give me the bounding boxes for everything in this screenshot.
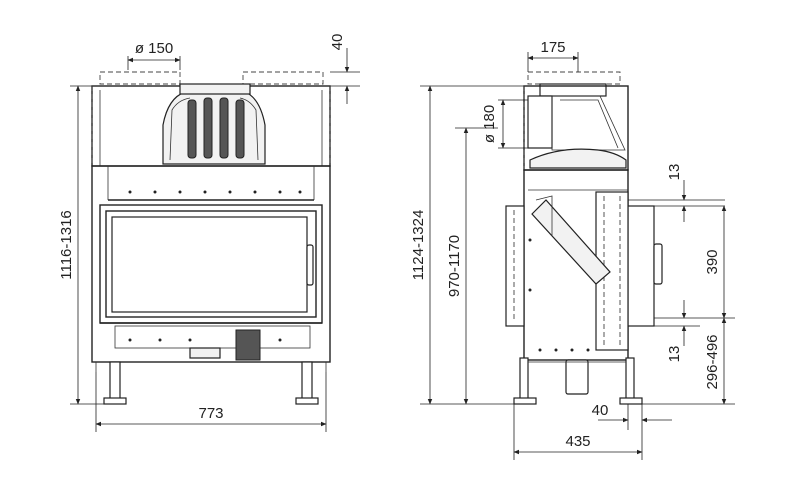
dim-side-flue-width: 175	[527, 39, 579, 72]
dim-side-upper-gap: 13	[628, 164, 725, 222]
side-base-height-label: 296-496	[704, 334, 721, 389]
front-hood	[91, 83, 331, 167]
side-body	[505, 169, 663, 361]
side-leg-offset-label: 40	[592, 402, 609, 419]
side-flue	[527, 71, 621, 97]
dim-front-flue-diameter: ø 150	[127, 40, 181, 70]
side-opening-height-label: 390	[704, 249, 721, 274]
dim-side-leg-offset: 40	[592, 402, 672, 430]
dim-front-width: 773	[95, 372, 327, 432]
front-flue-diameter-label: ø 150	[135, 40, 173, 57]
front-flue-outline	[92, 71, 330, 87]
dim-side-body-height: 970-1170	[446, 127, 498, 405]
front-rivets	[128, 190, 302, 342]
side-upper-gap-label: 13	[666, 164, 683, 181]
side-flue-width-label: 175	[540, 39, 565, 56]
side-total-height-label: 1124-1324	[410, 210, 427, 281]
side-depth-label: 435	[565, 433, 590, 450]
dim-side-base-height: 296-496	[642, 317, 735, 405]
front-width-label: 773	[198, 405, 223, 422]
side-view: 175 ø 180 1124-1324 970-1170 13	[410, 39, 735, 460]
dim-side-lower-gap: 13	[654, 300, 700, 362]
side-legs	[513, 357, 643, 405]
front-height-label: 1116-1316	[58, 210, 75, 280]
front-body	[91, 165, 331, 363]
front-view: ø 150 40 1116-1316 773	[58, 34, 360, 432]
dim-side-flue-diameter: ø 180	[481, 99, 528, 149]
dim-side-total-height: 1124-1324	[410, 85, 524, 405]
dim-side-depth: 435	[513, 404, 643, 460]
dim-front-top-offset: 40	[329, 34, 360, 104]
front-top-offset-label: 40	[329, 34, 346, 51]
side-hood	[523, 85, 629, 171]
side-flue-diameter-label: ø 180	[481, 105, 498, 143]
side-lower-gap-label: 13	[666, 346, 683, 363]
front-legs	[95, 361, 327, 405]
side-rivets	[528, 238, 590, 352]
dim-side-opening-height: 390	[654, 205, 735, 319]
side-body-height-label: 970-1170	[446, 235, 463, 297]
dim-front-height: 1116-1316	[58, 85, 104, 405]
